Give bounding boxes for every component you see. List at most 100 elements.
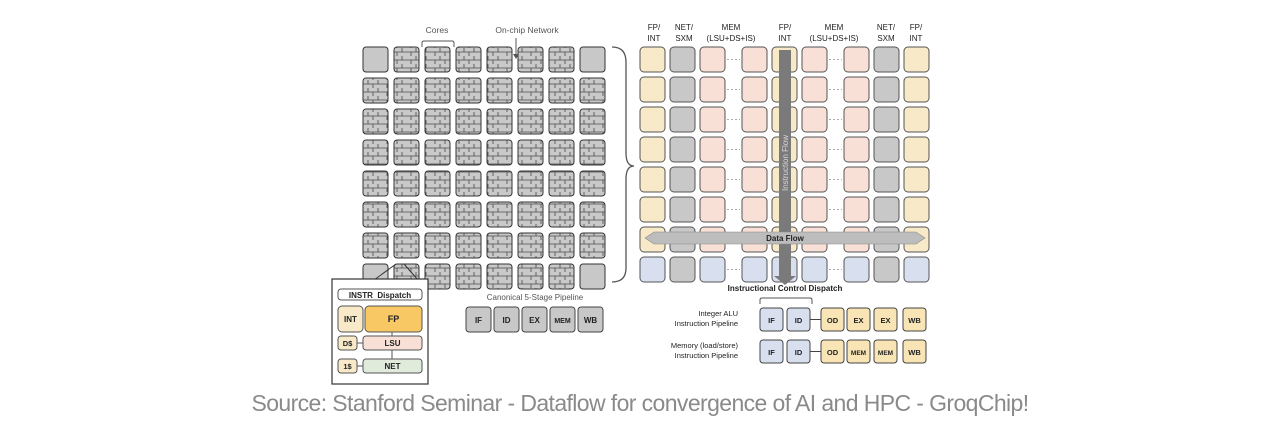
network-core [579,77,606,104]
pipeline-stage-label: OD [827,316,839,325]
pipeline-stage-label: EX [853,316,863,325]
functional-unit-mem [699,76,726,103]
functional-unit-fp [639,166,666,193]
functional-unit-fp [639,106,666,133]
column-header-line: MEM [825,23,844,32]
network-core [455,108,482,135]
functional-unit-fp [639,46,666,73]
network-core [455,77,482,104]
pipeline-stage-box [846,307,871,332]
functional-unit-net [873,166,900,193]
functional-unit-mem [843,106,870,133]
network-core [486,170,513,197]
network-core [548,263,575,290]
network-core [486,263,513,290]
functional-unit-mem [741,166,768,193]
pipeline-stage-box [902,307,927,332]
pipeline-stage-box [577,306,604,333]
network-core [517,232,544,259]
functional-unit-mem [699,166,726,193]
pipeline-stage-label: MEM [554,318,571,325]
network-core [486,232,513,259]
network-core [424,77,451,104]
functional-unit-mem [801,136,828,163]
pipeline-stage-box [465,306,492,333]
pipeline-stage: EX [521,306,548,333]
functional-unit-fp [903,196,930,223]
network-core [455,170,482,197]
instruction-flow-arrow: Instruction Flow [774,50,796,285]
instruction-flow-label: Instruction Flow [781,135,790,191]
on-chip-network-label: On-chip Network [495,25,559,35]
network-core [362,108,389,135]
network-core [393,108,420,135]
functional-unit-fp [639,256,666,283]
functional-unit-mem [741,106,768,133]
column-header-line: FP/ [648,23,661,32]
network-core [548,77,575,104]
pipeline-stage-label: MEM [878,350,893,357]
network-core [362,201,389,228]
network-core [548,170,575,197]
functional-unit-mem [843,196,870,223]
pipeline-stage-label: WB [908,348,921,357]
fp-unit [364,305,423,333]
column-header-line: FP/ [910,23,923,32]
functional-unit-mem [741,76,768,103]
pipeline-stage-box [521,306,548,333]
data-flow-arrow: Data Flow [644,231,926,245]
instr-dispatch-box [337,288,423,301]
network-core [517,201,544,228]
pipeline-stage-label: WB [584,316,598,325]
pipeline-stage-box [902,339,927,364]
canonical-pipeline: IF ID EX MEM WB [465,306,604,333]
pipeline-stage-box [759,339,784,364]
functional-unit-mem [699,196,726,223]
network-core [579,139,606,166]
column-header: FP/INT [648,23,661,43]
functional-unit-mem [741,46,768,73]
pipeline-name: Memory (load/store) [671,341,739,350]
network-core [455,46,482,73]
functional-unit-net [669,76,696,103]
functional-unit-mem [801,46,828,73]
functional-unit-mem [741,136,768,163]
network-core [579,201,606,228]
column-header: FP/INT [779,23,792,43]
core-detail-inset: INSTR Dispatch INT FP D$ LSU 1$ NET [331,263,429,385]
icache-label: 1$ [343,362,352,371]
network-core [393,77,420,104]
pipeline-stage-box [873,307,898,332]
network-core [579,232,606,259]
pipeline-stage-box [820,307,845,332]
pipeline-stage-box [493,306,520,333]
pipeline-stage-label: IF [475,316,482,325]
network-core [393,46,420,73]
pipeline-stage-box [549,306,576,333]
functional-unit-net [669,196,696,223]
pipeline-stage-label: ID [503,316,511,325]
lsu-label: LSU [385,339,401,348]
pipeline-name: Instruction Pipeline [675,319,738,328]
network-core [362,170,389,197]
functional-unit-fp [903,166,930,193]
pipeline-stage-label: IF [768,316,775,325]
column-header-line: (LSU+DS+IS) [707,34,756,43]
column-header: MEM(LSU+DS+IS) [810,23,859,43]
network-core [517,139,544,166]
network-core [362,232,389,259]
network-core [424,201,451,228]
functional-unit-fp [903,256,930,283]
network-core [548,46,575,73]
instr-dispatch-label: INSTR Dispatch [349,291,411,300]
functional-unit-mem [843,256,870,283]
column-header-line: SXM [877,34,895,43]
column-header-line: NET/ [877,23,896,32]
network-core [486,77,513,104]
functional-unit-net [873,76,900,103]
pipeline-stage: WB [577,306,604,333]
functional-unit-net [669,256,696,283]
dcache-label: D$ [343,339,353,348]
